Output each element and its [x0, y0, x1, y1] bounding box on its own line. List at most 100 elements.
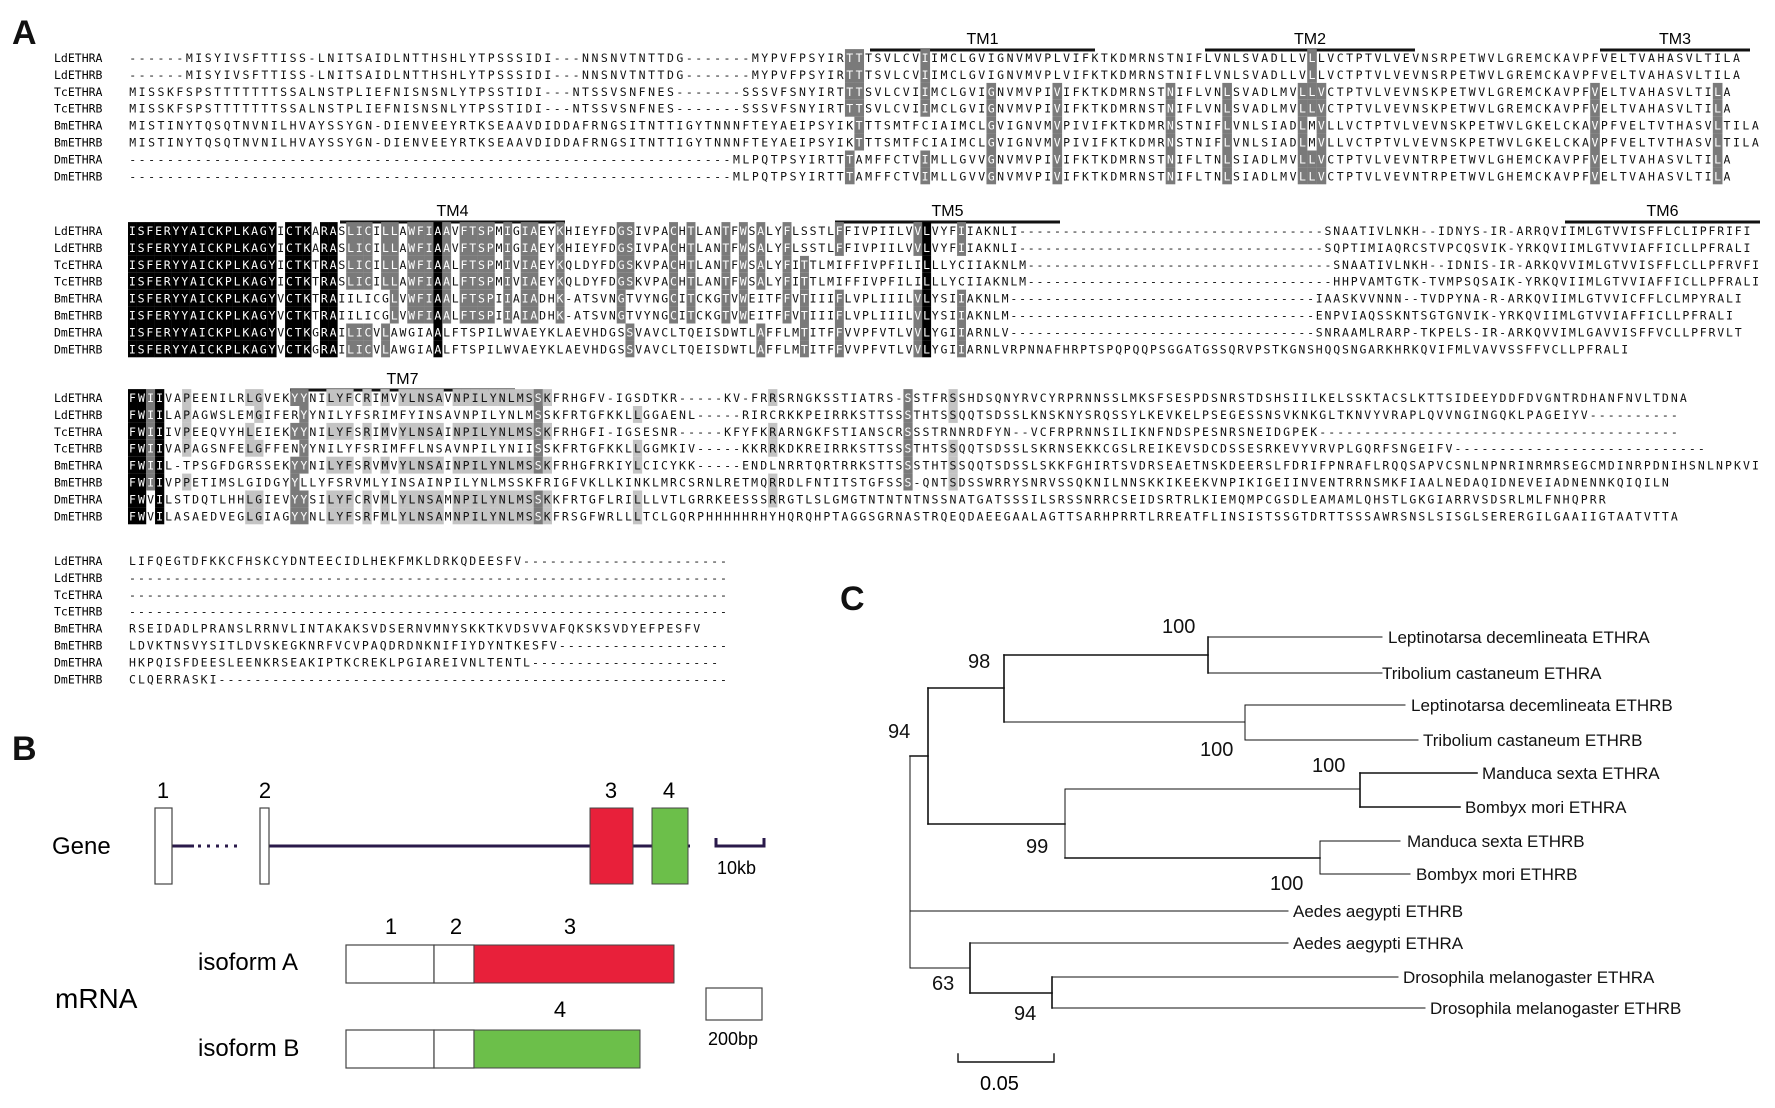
residue: K	[993, 258, 1000, 272]
residue: -	[1237, 258, 1244, 272]
residue: V	[912, 169, 919, 183]
residue: I	[1560, 325, 1567, 339]
residue: S	[790, 152, 797, 166]
residue: -	[620, 169, 627, 183]
residue: E	[749, 309, 756, 323]
residue: Q	[1394, 241, 1401, 255]
residue: C	[1211, 442, 1218, 456]
residue: R	[1058, 391, 1065, 405]
residue: T	[261, 85, 268, 99]
residue: -	[147, 571, 154, 585]
sequence-name: LdETHRA	[54, 51, 103, 65]
residue: A	[251, 258, 258, 272]
residue: T	[1438, 309, 1445, 323]
residue: P	[472, 408, 479, 422]
residue: A	[434, 258, 441, 272]
residue: F	[252, 68, 259, 82]
residue: T	[1620, 152, 1627, 166]
residue: D	[1004, 459, 1011, 473]
residue: Q	[1482, 476, 1489, 490]
residue: A	[190, 292, 197, 306]
residue: L	[1473, 459, 1480, 473]
residue: L	[923, 258, 930, 272]
residue: L	[1497, 51, 1504, 65]
alignment-shading	[180, 272, 190, 290]
residue: V	[600, 309, 607, 323]
alignment-shading	[529, 222, 539, 239]
residue: K	[1110, 119, 1117, 133]
residue: I	[958, 342, 965, 356]
residue: K	[661, 391, 668, 405]
residue: -	[1281, 275, 1288, 289]
residue: R	[1157, 509, 1164, 523]
residue: F	[201, 554, 208, 568]
residue: M	[246, 408, 253, 422]
residue: L	[1271, 152, 1278, 166]
residue: I	[1351, 309, 1358, 323]
residue: -	[403, 152, 410, 166]
residue: M	[495, 275, 502, 289]
residue: Y	[932, 292, 939, 306]
residue: S	[1139, 476, 1146, 490]
residue: E	[1403, 51, 1410, 65]
residue: L	[1578, 325, 1585, 339]
residue: P	[225, 258, 232, 272]
residue: V	[1035, 51, 1042, 65]
residue: C	[1391, 391, 1398, 405]
residue: G	[1409, 442, 1416, 456]
residue: H	[1412, 224, 1419, 238]
alignment-shading	[354, 239, 364, 256]
residue: E	[326, 554, 333, 568]
residue: -	[1124, 224, 1131, 238]
residue: D	[609, 258, 616, 272]
residue: -	[308, 571, 315, 585]
alignment-shading	[250, 340, 260, 358]
residue: S	[1333, 258, 1340, 272]
residue: I	[1454, 391, 1461, 405]
residue: T	[1436, 391, 1443, 405]
residue: L	[1022, 442, 1029, 456]
residue: S	[338, 275, 345, 289]
residue: I	[975, 275, 982, 289]
residue: C	[941, 85, 948, 99]
alignment-shading	[800, 272, 809, 290]
residue: -	[705, 169, 712, 183]
residue: T	[242, 102, 249, 116]
residue: P	[653, 241, 660, 255]
residue: G	[988, 119, 995, 133]
residue: T	[1337, 152, 1344, 166]
residue: -	[582, 169, 589, 183]
residue: M	[841, 492, 848, 506]
residue: T	[895, 492, 902, 506]
residue: -	[622, 554, 629, 568]
alignment-shading	[285, 255, 295, 273]
residue: G	[1463, 509, 1470, 523]
residue: -	[167, 51, 174, 65]
residue: V	[252, 119, 259, 133]
residue: F	[783, 258, 790, 272]
residue: T	[1091, 169, 1098, 183]
residue: N	[1085, 492, 1092, 506]
residue: T	[233, 119, 240, 133]
residue: V	[635, 309, 642, 323]
residue: E	[282, 442, 289, 456]
residue: -	[1325, 258, 1332, 272]
residue: I	[1271, 136, 1278, 150]
residue: K	[544, 509, 551, 523]
residue: -	[224, 152, 231, 166]
residue: -	[1617, 425, 1624, 439]
residue: R	[1635, 459, 1642, 473]
residue: T	[1365, 68, 1372, 82]
residue: -	[742, 391, 749, 405]
residue: R	[1391, 509, 1398, 523]
residue: S	[1422, 85, 1429, 99]
residue: S	[507, 51, 514, 65]
residue: -	[1263, 292, 1270, 306]
residue: G	[1016, 119, 1023, 133]
residue: G	[589, 492, 596, 506]
residue: F	[1214, 136, 1221, 150]
residue: G	[356, 136, 363, 150]
residue: C	[1327, 169, 1334, 183]
residue: M	[1455, 342, 1462, 356]
residue: L	[978, 119, 985, 133]
